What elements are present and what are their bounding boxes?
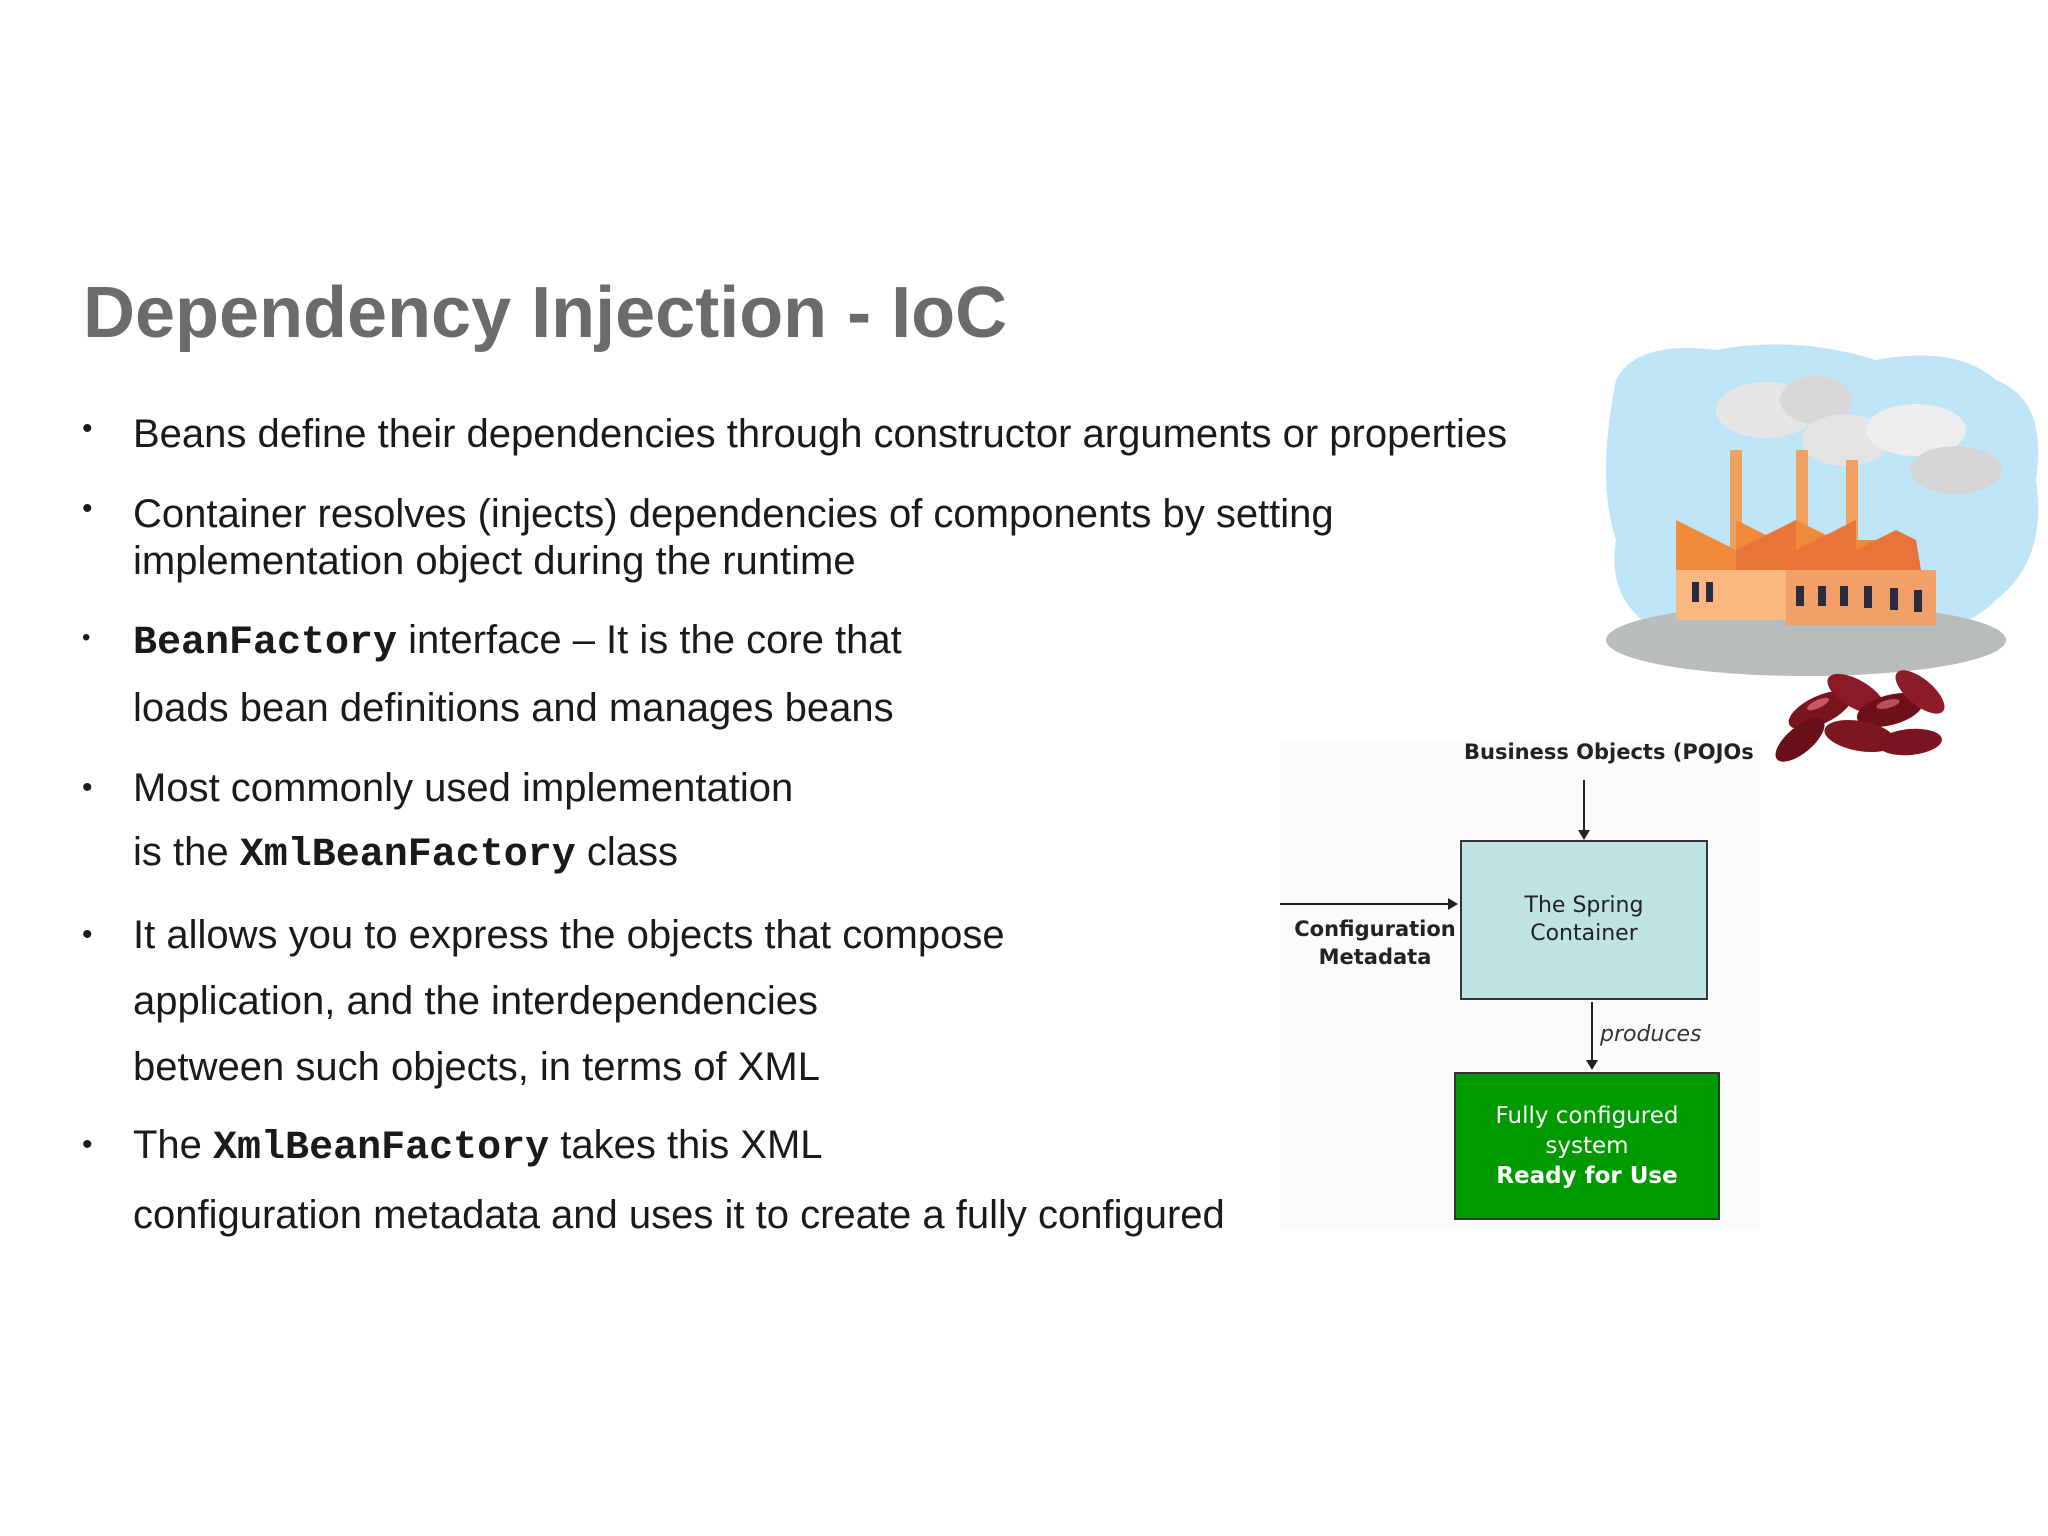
bullet-dot: • <box>82 412 93 445</box>
code-xmlbeanfactory: XmlBeanFactory <box>213 1126 550 1171</box>
configuration-metadata-label: Configuration Metadata <box>1290 915 1460 971</box>
bullet-dot: • <box>82 771 93 804</box>
beans-icon <box>1760 650 1960 775</box>
spring-container-box: The Spring Container <box>1460 840 1708 1000</box>
bullet-dot: • <box>82 918 93 951</box>
system-line-2: Ready for Use <box>1496 1163 1678 1189</box>
bullet-4-line-2: is the XmlBeanFactory class <box>133 829 678 879</box>
bullet-3-line-1-text: interface – It is the core that <box>397 618 902 662</box>
config-line-1: Configuration <box>1294 917 1456 941</box>
code-beanfactory: BeanFactory <box>133 621 398 666</box>
slide-title: Dependency Injection - IoC <box>83 273 1008 353</box>
bullet-5-line-3: between such objects, in terms of XML <box>133 1045 820 1089</box>
bullet-3-line-2: loads bean definitions and manages beans <box>133 686 894 730</box>
bullet-3-line-1: BeanFactory interface – It is the core t… <box>133 617 902 667</box>
bullet-6-line-1: The XmlBeanFactory takes this XML <box>133 1122 823 1172</box>
bullet-1-line-1: Beans define their dependencies through … <box>133 412 1508 456</box>
config-line-2: Metadata <box>1318 945 1432 969</box>
configured-system-box: Fully configured system Ready for Use <box>1454 1072 1720 1220</box>
system-line-1: Fully configured system <box>1495 1103 1679 1159</box>
bullet-2-line-2: implementation object during the runtime <box>133 539 856 583</box>
bullet-dot: • <box>82 492 93 525</box>
bullet-2-line-1: Container resolves (injects) dependencie… <box>133 492 1334 536</box>
bullet-5-line-2: application, and the interdependencies <box>133 979 818 1023</box>
bullet-4-line-1: Most commonly used implementation <box>133 766 794 810</box>
bullet-dot: • <box>82 624 91 651</box>
business-objects-label: Business Objects (POJOs <box>1464 740 1754 764</box>
bullet-5-line-1: It allows you to express the objects tha… <box>133 913 1005 957</box>
bullet-4-line-2-post: class <box>575 830 679 874</box>
bullet-4-line-2-pre: is the <box>133 830 240 874</box>
bullet-dot: • <box>82 1128 93 1161</box>
code-xmlbeanfactory: XmlBeanFactory <box>239 833 576 878</box>
bullet-6-line-1-post: takes this XML <box>549 1123 823 1167</box>
bullet-6-line-2: configuration metadata and uses it to cr… <box>133 1193 1225 1237</box>
spring-line-1: The Spring <box>1524 893 1644 918</box>
spring-line-2: Container <box>1530 921 1638 946</box>
produces-label: produces <box>1600 1022 1702 1047</box>
spring-container-diagram: Business Objects (POJOs Configuration Me… <box>1280 740 1760 1230</box>
factory-illustration-icon <box>1596 340 2048 685</box>
bullet-6-line-1-pre: The <box>133 1123 214 1167</box>
